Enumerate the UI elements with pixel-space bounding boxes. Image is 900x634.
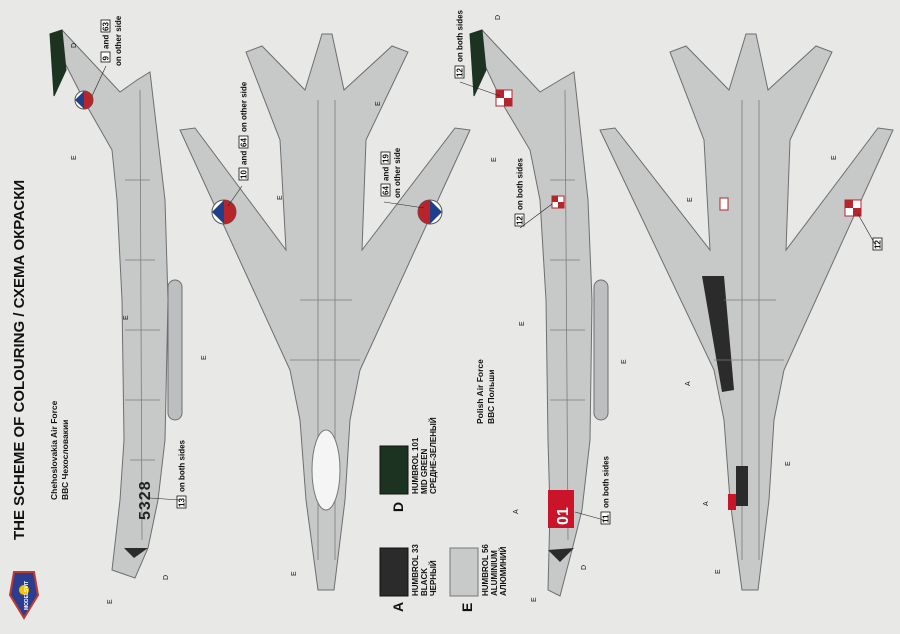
callout-10-64-note: on other side xyxy=(240,81,249,132)
legend-e-line3: АЛЮМИНИЙ xyxy=(499,546,508,596)
paint-marker-e: E xyxy=(531,597,538,602)
callout-13-note: on both sides xyxy=(178,439,187,492)
paint-marker-e: E xyxy=(687,197,694,202)
paint-marker-e: E xyxy=(375,101,382,106)
callout-12-top-note: on both sides xyxy=(456,9,465,62)
legend-key-d: D xyxy=(390,502,406,512)
callout-12-top-num: 12 xyxy=(456,68,465,77)
czech-section-name-en: Chehoslovakia Air Force xyxy=(49,400,59,500)
callout-12-top: 12 on both sides xyxy=(454,9,465,79)
paint-marker-d: D xyxy=(581,565,588,570)
callout-9-63-num2: 63 xyxy=(102,22,111,31)
callout-13: 13 on both sides xyxy=(176,439,187,509)
paint-marker-a: A xyxy=(513,509,520,514)
legend-d-line3: СРЕДНЕ-ЗЕЛЕНЫЙ xyxy=(429,417,438,494)
paint-marker-e: E xyxy=(201,355,208,360)
czech-side-view: 5328 xyxy=(49,29,183,579)
brand-logo-text: MODELSVIT xyxy=(24,581,30,610)
callout-10-64-and: and xyxy=(240,151,249,165)
legend-item-d: D HUMBROL 101 MID GREEN СРЕДНЕ-ЗЕЛЕНЫЙ xyxy=(379,417,438,512)
callout-11-num: 11 xyxy=(602,514,611,523)
legend-item-e: E HUMBROL 56 ALUMINIUM АЛЮМИНИЙ xyxy=(449,544,508,612)
paint-marker-e: E xyxy=(123,315,130,320)
polish-serial-number: 01 xyxy=(555,507,572,525)
paint-marker-e: E xyxy=(831,155,838,160)
callout-12-mid-note: on both sides xyxy=(516,157,525,210)
legend-swatch-a xyxy=(379,547,409,597)
callout-12-mid-num: 12 xyxy=(516,216,525,225)
polish-section-name-en: Polish Air Force xyxy=(475,359,485,424)
callout-10-64-num1: 10 xyxy=(240,170,249,179)
callout-9-63-and: and xyxy=(102,35,111,49)
paint-marker-a: A xyxy=(703,501,710,506)
paint-marker-e: E xyxy=(621,359,628,364)
legend-swatch-d xyxy=(379,445,409,495)
paint-marker-d: D xyxy=(163,575,170,580)
callout-12-wing-num: 12 xyxy=(874,240,883,249)
callout-11-note: on both sides xyxy=(602,455,611,508)
callout-64-19-note: on other side xyxy=(393,147,402,198)
legend-e-line2: ALUMINIUM xyxy=(490,550,499,596)
legend-d-line2: MID GREEN xyxy=(420,448,429,494)
polish-top-view xyxy=(599,33,894,591)
paint-marker-e: E xyxy=(71,155,78,160)
legend-a-line2: BLACK xyxy=(420,568,429,596)
paint-marker-e: E xyxy=(291,571,298,576)
legend-a-line1: HUMBROL 33 xyxy=(411,544,420,596)
legend-item-a: A HUMBROL 33 BLACK ЧЕРНЫЙ xyxy=(379,544,438,612)
callout-64-19: 64 and 19 on other side xyxy=(380,147,402,198)
callout-9-63: 9 and 63 on other side xyxy=(100,15,123,66)
czech-section-name-ru: ВВС Чехословакии xyxy=(60,420,70,500)
callout-10-64-num2: 64 xyxy=(240,138,249,147)
leader-lines xyxy=(91,65,877,521)
paint-marker-d: D xyxy=(495,15,502,20)
polish-side-view: 01 xyxy=(469,29,609,597)
legend-d-line1: HUMBROL 101 xyxy=(411,437,420,494)
callout-13-num: 13 xyxy=(178,498,187,507)
callout-9-63-note: on other side xyxy=(114,15,123,66)
callout-64-19-and: and xyxy=(382,167,391,181)
callout-12-wing: 12 xyxy=(872,237,883,251)
paint-marker-e: E xyxy=(107,599,114,604)
paint-legend: A HUMBROL 33 BLACK ЧЕРНЫЙ E HUMBROL 56 A… xyxy=(379,417,508,612)
callout-12-mid: 12 on both sides xyxy=(514,157,525,227)
paint-marker-e: E xyxy=(277,195,284,200)
paint-markers: E E E E E D E E D D E E E A D E E E A A … xyxy=(71,15,838,604)
czech-top-view xyxy=(179,33,471,591)
callout-64-19-num2: 19 xyxy=(382,154,391,163)
callout-10-64: 10 and 64 on other side xyxy=(238,81,249,181)
legend-key-a: A xyxy=(390,602,406,612)
sheet-title: THE SCHEME OF COLOURING / СХЕМА ОКРАСКИ xyxy=(11,180,28,540)
legend-swatch-e xyxy=(449,547,479,597)
paint-marker-e: E xyxy=(491,157,498,162)
paint-marker-e: E xyxy=(519,321,526,326)
paint-marker-a: A xyxy=(685,381,692,386)
paint-marker-d: D xyxy=(71,43,78,48)
czech-serial-number: 5328 xyxy=(137,480,154,520)
legend-e-line1: HUMBROL 56 xyxy=(481,544,490,596)
polish-section-name-ru: ВВС Польши xyxy=(486,370,496,424)
legend-a-line3: ЧЕРНЫЙ xyxy=(429,560,438,596)
callout-64-19-num1: 64 xyxy=(382,186,391,195)
paint-marker-e: E xyxy=(785,461,792,466)
legend-key-e: E xyxy=(459,603,475,612)
brand-logo: MODELSVIT xyxy=(8,571,40,620)
callout-9-63-num1: 9 xyxy=(102,56,111,61)
callout-11: 11 on both sides xyxy=(600,455,611,525)
paint-marker-e: E xyxy=(715,569,722,574)
